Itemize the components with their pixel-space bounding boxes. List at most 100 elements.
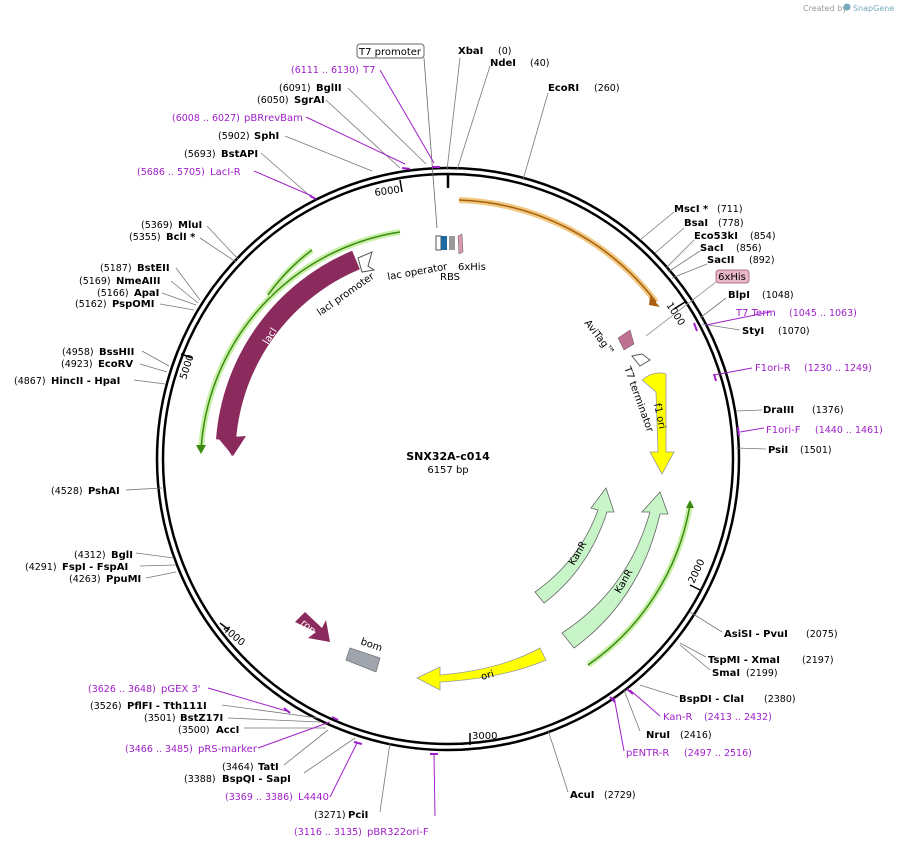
primer-marks: [283, 166, 740, 755]
site-bsai[interactable]: BsaI: [684, 218, 708, 229]
site-blpi[interactable]: BlpI: [728, 290, 750, 301]
site-nrui[interactable]: NruI: [646, 730, 670, 741]
site-bglii-pos: (6091): [279, 83, 311, 94]
tick-2000: [689, 584, 701, 591]
tick-4000: [219, 622, 230, 631]
site-sacii[interactable]: SacII: [707, 255, 734, 266]
site-styi[interactable]: StyI: [742, 326, 764, 337]
site-tati[interactable]: TatI: [258, 762, 279, 773]
avitag-label: AviTag™: [582, 318, 616, 358]
primer-kan-r-range: (2413 .. 2432): [704, 712, 772, 723]
green-arc-3[interactable]: [587, 504, 691, 666]
site-asisi-pvui-pos: (2075): [806, 629, 838, 640]
primer-l4440[interactable]: L4440: [298, 792, 329, 803]
site-bcli[interactable]: BclI *: [166, 232, 196, 243]
primer-pbrrevbam[interactable]: pBRrevBam: [244, 113, 303, 124]
lac-operator-box[interactable]: [435, 235, 442, 251]
t7-promoter-box[interactable]: [356, 43, 425, 59]
rop-arrow[interactable]: [295, 612, 330, 642]
site-pflfi-tth111i[interactable]: PflFI - Tth111I: [127, 701, 207, 712]
avitag-arrow[interactable]: [617, 329, 635, 351]
primer-t7-term[interactable]: T7 Term: [735, 308, 776, 319]
site-eco53ki[interactable]: Eco53kI: [694, 231, 738, 242]
site-smai[interactable]: SmaI: [712, 668, 740, 679]
tick-1000: [673, 301, 686, 310]
plasmid-length: 6157 bp: [427, 465, 468, 476]
site-draiii[interactable]: DraIII: [763, 405, 794, 416]
site-acci-pos: (3500): [178, 725, 210, 736]
green-arc-1[interactable]: [200, 231, 401, 451]
backbone-outer: [155, 166, 741, 752]
primer-l4440-range: (3369 .. 3386): [225, 792, 293, 803]
ori-arrow[interactable]: [416, 647, 547, 691]
site-acui[interactable]: AcuI: [570, 790, 595, 801]
t7-terminator-arrow[interactable]: [631, 353, 651, 367]
rbs-box[interactable]: [441, 236, 447, 250]
primer-prs-marker[interactable]: pRS-marker: [198, 744, 258, 755]
his-box[interactable]: [449, 236, 455, 250]
his-tag-arrow[interactable]: [457, 233, 464, 255]
site-sphi[interactable]: SphI: [254, 131, 279, 142]
kanr-arrow-1[interactable]: [534, 487, 615, 604]
site-pspomi[interactable]: PspOMI: [112, 299, 154, 310]
site-hincii-hpai[interactable]: HincII - HpaI: [51, 376, 120, 387]
green-arc-2[interactable]: [267, 249, 313, 296]
site-bspdi-clai[interactable]: BspDI - ClaI: [679, 694, 744, 705]
tick-5000: [180, 353, 193, 359]
primer-f1ori-r[interactable]: F1ori-R: [755, 363, 791, 374]
site-eco53ki-pos: (854): [750, 231, 776, 242]
site-ecorv-pos: (4923): [61, 359, 93, 370]
primer-f1ori-f[interactable]: F1ori-F: [766, 425, 801, 436]
site-bsteii[interactable]: BstEII: [137, 263, 170, 274]
site-xbai[interactable]: XbaI: [458, 46, 483, 57]
site-bglii[interactable]: BglII: [316, 83, 342, 94]
site-tspmi-xmai[interactable]: TspMI - XmaI: [708, 655, 780, 666]
site-saci-pos: (856): [736, 243, 762, 254]
site-tati-pos: (3464): [222, 762, 254, 773]
site-bsshii[interactable]: BssHII: [99, 347, 134, 358]
site-saci[interactable]: SacI: [700, 243, 724, 254]
primer-pentr-r[interactable]: pENTR-R: [626, 748, 669, 759]
site-sgrai-pos: (6050): [257, 95, 289, 106]
site-mlui[interactable]: MluI: [178, 220, 202, 231]
site-fspi-fspai-pos: (4291): [25, 562, 57, 573]
site-nmeaiii[interactable]: NmeAIII: [116, 276, 160, 287]
site-msci[interactable]: MscI *: [674, 204, 709, 215]
primer-t7[interactable]: T7: [362, 65, 375, 76]
sixhis-box[interactable]: [715, 269, 750, 284]
site-apai[interactable]: ApaI: [134, 288, 159, 299]
primer-laci-r[interactable]: LacI-R: [210, 167, 241, 178]
site-ndei-pos: (40): [530, 58, 550, 69]
primer-pgex3[interactable]: pGEX 3': [161, 684, 201, 695]
f1-ori-label: f1 ori: [651, 402, 667, 430]
site-bspqi-sapi[interactable]: BspQI - SapI: [222, 774, 291, 785]
site-bstz17i[interactable]: BstZ17I: [180, 713, 223, 724]
site-bgli[interactable]: BglI: [111, 550, 133, 561]
site-bsshii-pos: (4958): [62, 347, 94, 358]
site-ndei[interactable]: NdeI: [490, 58, 516, 69]
site-psii-pos: (1501): [800, 445, 832, 456]
site-acci[interactable]: AccI: [216, 725, 239, 736]
site-pcii[interactable]: PciI: [348, 810, 368, 821]
primer-f1ori-r-range: (1230 .. 1249): [804, 363, 872, 374]
site-pshai[interactable]: PshAI: [88, 486, 120, 497]
site-ecorv[interactable]: EcoRV: [98, 359, 133, 370]
cds-arc[interactable]: [458, 199, 657, 303]
site-ppumi[interactable]: PpuMI: [106, 574, 141, 585]
site-sgrai[interactable]: SgrAI: [294, 95, 325, 106]
site-asisi-pvui[interactable]: AsiSI - PvuI: [724, 629, 788, 640]
site-psii[interactable]: PsiI: [768, 445, 788, 456]
primer-kan-r[interactable]: Kan-R: [663, 712, 692, 723]
primer-pbr322ori-f[interactable]: pBR322ori-F: [367, 827, 429, 838]
site-bstapi[interactable]: BstAPI: [221, 149, 258, 160]
site-tspmi-xmai-pos: (2197): [802, 655, 834, 666]
site-ppumi-pos: (4263): [69, 574, 101, 585]
f1-ori-arrow[interactable]: [641, 372, 675, 475]
site-fspi-fspai[interactable]: FspI - FspAI: [62, 562, 128, 573]
laci-promoter-arrow[interactable]: [357, 251, 376, 273]
kanr-arrow-2[interactable]: [561, 491, 669, 649]
laci-arrow-head: [218, 436, 246, 456]
site-ecori[interactable]: EcoRI: [548, 83, 579, 94]
bom-box[interactable]: [345, 647, 381, 673]
